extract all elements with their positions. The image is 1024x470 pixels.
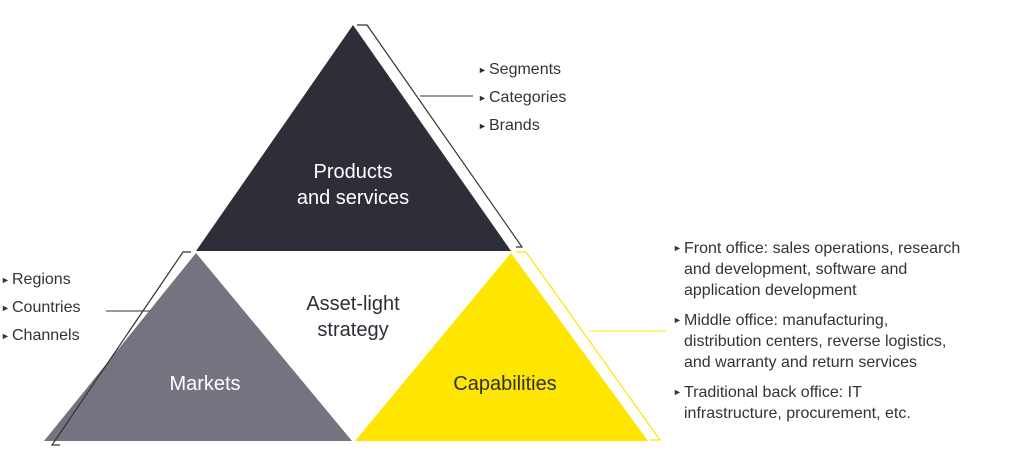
bullet-triangle-icon: ► — [478, 65, 487, 75]
markets-bracket — [50, 251, 191, 446]
markets-label-text: Markets — [169, 373, 241, 395]
list-item: ►Brands — [478, 112, 566, 140]
bullet-triangle-icon: ► — [673, 387, 682, 397]
bullet-triangle-icon: ► — [673, 243, 682, 253]
center-label-line1: Asset-light — [306, 293, 400, 315]
center-label: Asset-light strategy — [263, 291, 443, 343]
markets-label: Markets — [130, 371, 280, 397]
markets-list: ►Regions ►Countries ►Channels — [1, 266, 80, 350]
products-label: Products and services — [263, 159, 443, 211]
capabilities-bracket — [516, 251, 662, 441]
bullet-triangle-icon: ► — [1, 303, 10, 313]
bullet-triangle-icon: ► — [478, 93, 487, 103]
capabilities-label-text: Capabilities — [453, 373, 557, 395]
list-item: ► Front office: sales operations, resear… — [673, 240, 961, 299]
bullet-triangle-icon: ► — [673, 315, 682, 325]
center-label-line2: strategy — [317, 319, 389, 341]
products-triangle — [196, 25, 511, 251]
list-item: ►Categories — [478, 84, 566, 112]
capabilities-list: ► Front office: sales operations, resear… — [673, 238, 960, 433]
bullet-triangle-icon: ► — [478, 121, 487, 131]
products-label-line2: and services — [296, 187, 410, 209]
products-list: ►Segments ►Categories ►Brands — [478, 56, 566, 140]
list-item: ►Countries — [1, 294, 80, 322]
markets-triangle — [44, 253, 352, 441]
products-label-line1: Products — [313, 161, 393, 183]
list-item: ► Traditional back office: IT infrastruc… — [673, 384, 911, 422]
bullet-triangle-icon: ► — [1, 331, 10, 341]
list-item: ►Segments — [478, 56, 566, 84]
capabilities-label: Capabilities — [420, 371, 590, 397]
list-item: ►Regions — [1, 266, 80, 294]
products-bracket — [357, 24, 524, 248]
capabilities-triangle — [355, 253, 648, 441]
bullet-triangle-icon: ► — [1, 275, 10, 285]
list-item: ► Middle office: manufacturing, distribu… — [673, 312, 947, 371]
list-item: ►Channels — [1, 322, 80, 350]
